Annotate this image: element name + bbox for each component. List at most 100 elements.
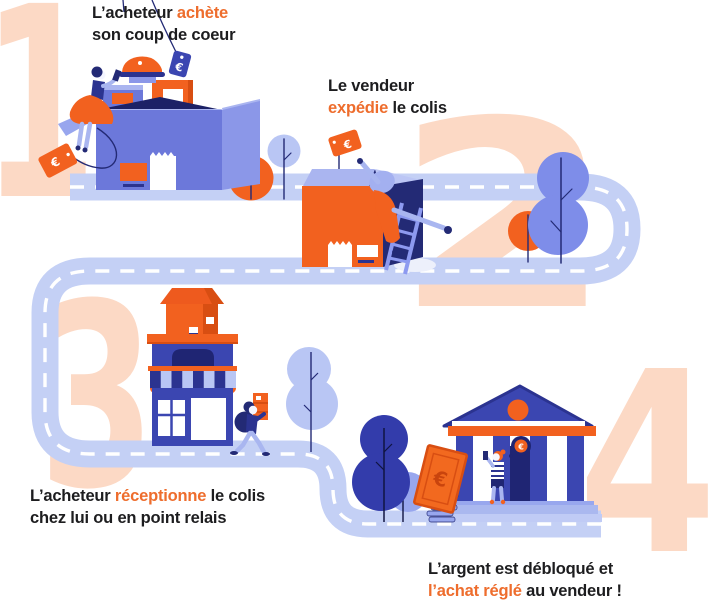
person-hand	[444, 226, 452, 234]
caption-highlight: l’achat réglé	[428, 582, 522, 600]
label-line	[123, 184, 144, 187]
trees-bank	[352, 415, 428, 522]
awning-stripe	[214, 371, 226, 388]
tag-shape	[38, 143, 78, 178]
caption-line: expédie le colis	[328, 97, 447, 119]
caption-line: Le vendeur	[328, 75, 447, 97]
person-shoe	[392, 249, 402, 255]
person-leg	[76, 121, 85, 148]
small-parcel-top	[103, 85, 143, 90]
person-shoe	[75, 145, 81, 151]
euro-label: €	[173, 60, 185, 75]
shop-window-right	[191, 398, 226, 440]
package-line	[253, 411, 268, 413]
person-shoe	[82, 147, 88, 153]
caption-highlight: expédie	[328, 99, 389, 117]
person-arm-out	[391, 207, 447, 231]
euro-banknote: €	[413, 444, 469, 514]
caption-text: L’argent est débloqué et	[428, 560, 613, 578]
buyer-person	[69, 66, 122, 153]
phone	[483, 451, 488, 460]
tree-ball	[286, 378, 338, 430]
orange-parcel-edge	[188, 80, 193, 110]
caption-text: chez lui ou en point relais	[30, 509, 227, 527]
tree-dark-ball	[352, 453, 410, 511]
caption-line: l’achat réglé au vendeur !	[428, 580, 622, 602]
person-shoe	[262, 452, 270, 456]
tree-ball	[537, 152, 589, 204]
caption-text: Le vendeur	[328, 77, 415, 95]
step3-caption: L’acheteur réceptionne le colis chez lui…	[30, 485, 265, 529]
road-center-dashes	[43, 185, 629, 526]
person-leg-front	[249, 430, 267, 455]
euro-label: €	[341, 137, 353, 152]
receiving-person	[230, 393, 270, 456]
tag-shape	[168, 50, 192, 78]
phone	[112, 69, 122, 82]
tree-branch	[550, 220, 562, 233]
banknote-euro: €	[430, 465, 450, 492]
person-leg	[83, 121, 93, 150]
tree-branch	[303, 404, 312, 413]
rooftop-roof-dark	[204, 288, 224, 304]
shop-sign-arch	[172, 349, 214, 368]
person-arm	[254, 412, 266, 422]
caption-line: L’argent est débloqué et	[428, 558, 622, 580]
person-hand	[357, 158, 363, 164]
top-stripe	[491, 470, 504, 472]
parcel-label	[120, 163, 147, 181]
tree-cluster-right	[508, 152, 589, 264]
person-hair	[91, 66, 103, 78]
pediment-white-line	[452, 421, 585, 426]
address-label	[357, 245, 378, 257]
sneaker	[122, 56, 162, 73]
awning-stripe	[193, 371, 204, 388]
person-head	[248, 405, 258, 415]
tag-cord	[73, 127, 118, 169]
seller-paid-person	[483, 449, 506, 505]
caption-text: son coup de coeur	[92, 26, 236, 44]
shop-cornice	[147, 334, 238, 342]
person-skirt	[491, 479, 504, 488]
banknote-shape	[413, 444, 469, 514]
label-line	[358, 260, 374, 263]
bubble-coin	[514, 439, 528, 453]
caption-text: au vendeur !	[521, 582, 622, 600]
step2-caption: Le vendeur expédie le colis	[328, 75, 447, 119]
bubble-tail	[509, 454, 513, 458]
watermark-number-4: 4	[578, 319, 717, 605]
person-leg	[499, 486, 504, 502]
hanging-string-top	[122, 0, 125, 13]
parcel-label	[112, 93, 133, 104]
bank-door	[510, 446, 530, 501]
bank-column	[567, 436, 584, 501]
tag-hole	[332, 140, 336, 144]
package-line	[253, 402, 268, 404]
illustration-relay-shop	[147, 288, 270, 456]
caption-line: L’acheteur achète	[92, 2, 235, 24]
pediment-medallion	[507, 399, 529, 421]
banknote-inner	[421, 452, 460, 506]
caption-text: L’acheteur	[30, 487, 115, 505]
price-tag-orange: €	[38, 143, 78, 178]
tag-hole	[66, 152, 70, 157]
tree-branch	[383, 443, 393, 453]
tree-branch	[375, 461, 385, 471]
tree-branch	[283, 152, 292, 161]
sneaker-lace	[138, 61, 142, 65]
step4-caption: L’argent est débloqué et l’achat réglé a…	[428, 558, 622, 602]
top-stripe	[491, 465, 504, 467]
box-back-flap	[303, 169, 375, 186]
person-arm-up	[359, 160, 381, 185]
step1-caption: L’acheteur achète son coup de coeur	[92, 2, 235, 46]
illustration-bank: € €	[413, 384, 602, 523]
sneaker-sole	[119, 72, 165, 77]
person-body	[374, 190, 400, 243]
caption-line: son coup de coeur	[92, 24, 235, 46]
illustration-seller-shipping: €	[302, 129, 452, 275]
tree-branch	[560, 188, 573, 201]
bigbox-interior	[96, 97, 222, 110]
person-shoe	[500, 499, 506, 505]
bank-step	[437, 514, 602, 522]
